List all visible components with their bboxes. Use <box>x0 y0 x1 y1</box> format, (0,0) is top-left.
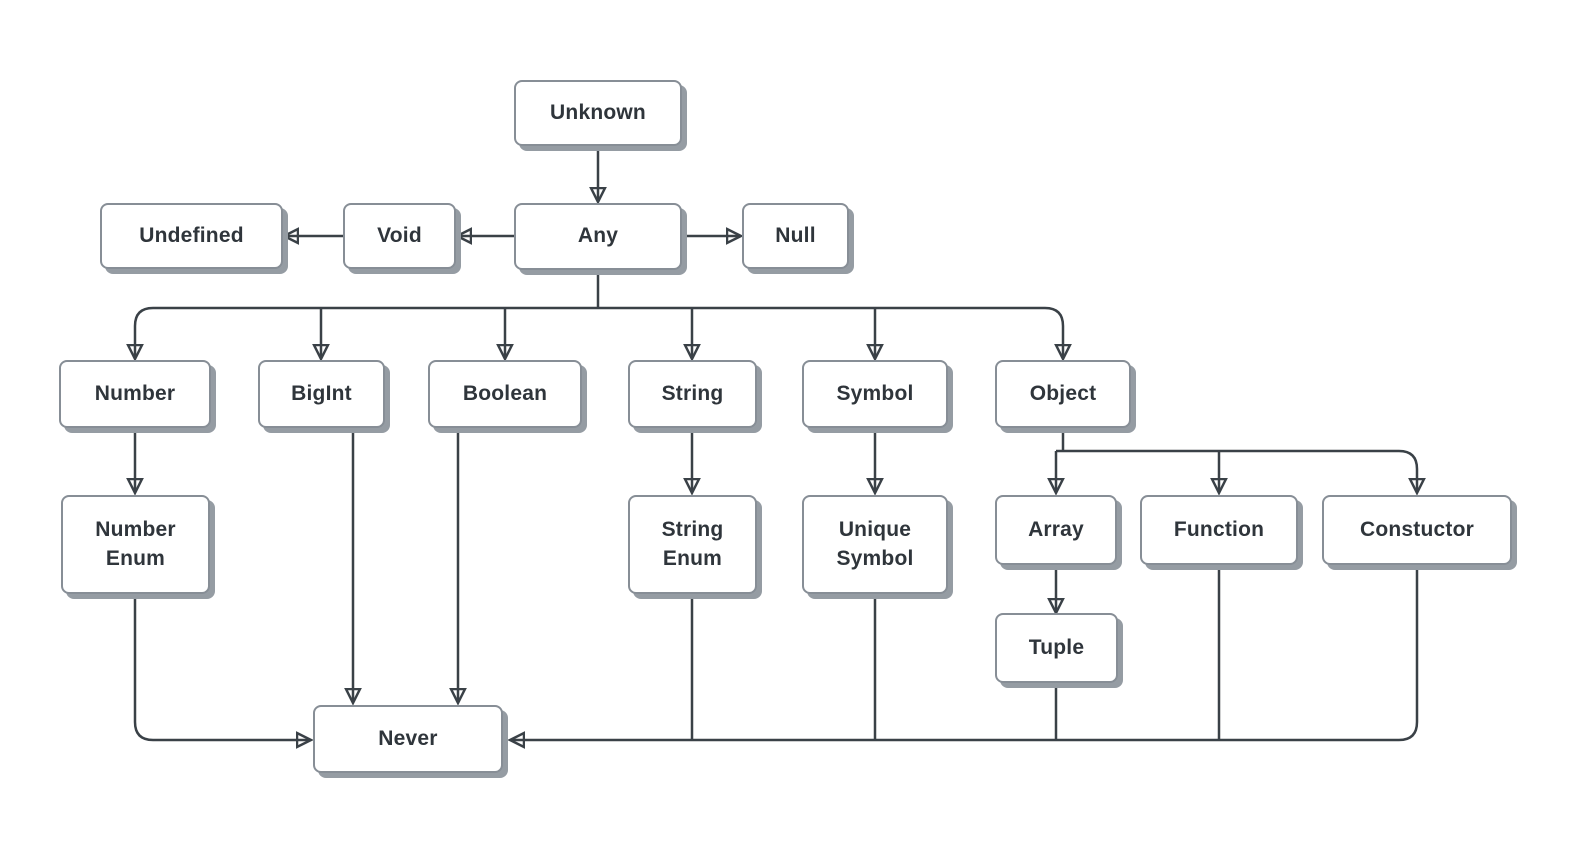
node-null: Null <box>742 203 849 269</box>
node-constuctor: Constuctor <box>1322 495 1512 565</box>
node-object: Object <box>995 360 1131 428</box>
edge-object-children-rail <box>1056 449 1419 470</box>
node-bigint: BigInt <box>258 360 385 428</box>
node-unique-symbol: Unique Symbol <box>802 495 948 594</box>
edge-number-enum-never <box>133 594 309 740</box>
node-string-enum: String Enum <box>628 495 757 594</box>
node-tuple: Tuple <box>995 613 1118 683</box>
node-string: String <box>628 360 757 428</box>
node-array: Array <box>995 495 1117 565</box>
node-boolean: Boolean <box>428 360 582 428</box>
node-number: Number <box>59 360 211 428</box>
node-never: Never <box>313 705 503 773</box>
node-unknown: Unknown <box>514 80 682 146</box>
node-any: Any <box>514 203 682 270</box>
edge-any-children-rail <box>133 306 1065 327</box>
edge-right-collector-never <box>512 565 1419 740</box>
node-function: Function <box>1140 495 1298 565</box>
node-undefined: Undefined <box>100 203 283 269</box>
node-symbol: Symbol <box>802 360 948 428</box>
node-number-enum: Number Enum <box>61 495 210 594</box>
node-void: Void <box>343 203 456 269</box>
